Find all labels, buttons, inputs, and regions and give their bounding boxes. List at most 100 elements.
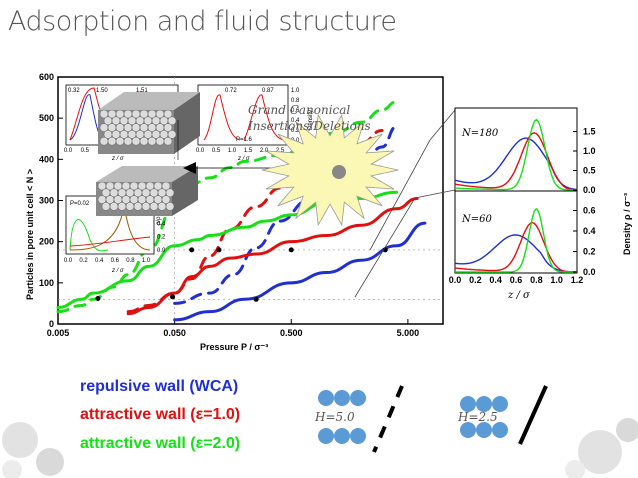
rp-top-y-label: 0.5 bbox=[583, 166, 596, 176]
y-tick-label: 300 bbox=[39, 196, 54, 206]
inset-tl-label-2: 1.50 bbox=[96, 88, 108, 94]
inset-bl-p-label: P=0.02 bbox=[70, 201, 90, 207]
pore-sphere bbox=[125, 202, 135, 211]
inset-tr-xticks: 0.0 0.5 1.0 1.5 2.0 2.5 bbox=[196, 148, 285, 154]
right-panel-ylabel: Density ρ / σ⁻³ bbox=[622, 193, 632, 255]
inset-bl-xlabel: z / σ bbox=[111, 268, 124, 274]
pore-sphere bbox=[167, 130, 177, 139]
y-tick-label: 200 bbox=[39, 237, 54, 247]
decorative-spheres-right bbox=[565, 418, 638, 478]
pore-sphere bbox=[167, 116, 177, 126]
pore-sphere bbox=[165, 188, 175, 198]
x-tick-label: 0.050 bbox=[163, 328, 186, 338]
rp-bot-y-label: 0.2 bbox=[583, 247, 596, 257]
data-marker bbox=[253, 296, 259, 302]
inset-tr-x-tick-label: 0.0 bbox=[196, 148, 205, 154]
data-marker bbox=[189, 247, 195, 253]
right-panel-bottom-label: N=60 bbox=[461, 214, 492, 225]
inset-tr-x-tick-label: 2.5 bbox=[276, 148, 285, 154]
rp-x-label: 0.6 bbox=[510, 275, 523, 285]
rp-top-y-label: 0.0 bbox=[583, 185, 596, 195]
series-blue_solid bbox=[173, 221, 427, 322]
pore-sphere bbox=[115, 136, 125, 146]
decorative-spheres-left bbox=[2, 422, 64, 478]
inset-bl-y-tick-label: 0.2 bbox=[157, 235, 166, 241]
arrow-head-icon bbox=[183, 162, 196, 174]
y-tick-label: 100 bbox=[39, 278, 54, 288]
rp-x-label: 0.2 bbox=[469, 275, 482, 285]
main-ylabel: Particles in pore unit cell < N > bbox=[25, 169, 35, 300]
pore-sphere bbox=[161, 181, 171, 191]
pore-sphere bbox=[163, 109, 173, 119]
pore-sphere bbox=[123, 136, 133, 146]
inset-bl-y-tick-label: 0.0 bbox=[157, 248, 166, 254]
right-panel-xlabel: z / σ bbox=[507, 290, 531, 301]
pore-sphere bbox=[141, 202, 151, 211]
inset-tr-x-tick-label: 1.5 bbox=[244, 148, 253, 154]
data-marker bbox=[95, 295, 101, 301]
rp-top-y-label: 1.5 bbox=[583, 127, 596, 137]
gcmc-label-line1: Grand Canonical bbox=[248, 103, 350, 117]
inset-bl-x-tick-label: 0.8 bbox=[126, 258, 135, 264]
legend-attractive-2: attractive wall (ε=2.0) bbox=[80, 435, 241, 452]
inset-bl-x-tick-label: 0.4 bbox=[95, 258, 104, 264]
inset-tr-y-tick-label: 1.0 bbox=[291, 88, 300, 94]
right-panel-top-label: N=180 bbox=[461, 128, 499, 139]
inset-tr-x-tick-label: 2.0 bbox=[260, 148, 269, 154]
legend-repulsive: repulsive wall (WCA) bbox=[80, 378, 239, 395]
pore-sphere bbox=[157, 202, 167, 211]
x-tick-label: 0.500 bbox=[280, 328, 303, 338]
main-xlabel: Pressure P / σ⁻³ bbox=[200, 342, 268, 352]
inset-tr-x-tick-label: 1.0 bbox=[228, 148, 237, 154]
inset-tr-x-tick-label: 0.5 bbox=[212, 148, 221, 154]
rp-bot-y-label: 0.4 bbox=[583, 226, 596, 236]
inset-bl-x-tick-label: 1.0 bbox=[142, 258, 151, 264]
pore-schematic-h25 bbox=[460, 385, 548, 445]
connector-line-lower bbox=[354, 189, 456, 298]
y-tick-label: 600 bbox=[39, 72, 54, 82]
pore-rendering-upper bbox=[98, 92, 200, 154]
rp-bot-y-label: 0.6 bbox=[583, 206, 596, 216]
inset-tl-label-1: 0.32 bbox=[68, 88, 80, 94]
inset-tr-y-tick-label: 0.8 bbox=[291, 98, 300, 104]
inset-tr-label-2: 0.87 bbox=[262, 88, 274, 94]
inset-bl-x-tick-label: 0.0 bbox=[64, 258, 73, 264]
x-tick-label: 5.000 bbox=[397, 328, 420, 338]
slide-title: Adsorption and fluid structure bbox=[8, 6, 397, 37]
rp-x-label: 1.2 bbox=[571, 275, 584, 285]
pore-rendering-lower bbox=[96, 166, 198, 216]
connector-line-upper bbox=[369, 109, 456, 251]
data-marker bbox=[288, 247, 294, 253]
rp-top-y-label: 1.0 bbox=[583, 146, 596, 156]
rp-bot-y-label: 0.0 bbox=[583, 267, 596, 277]
inset-tr-y-tick-label: 0.6 bbox=[291, 108, 300, 114]
y-tick-label: 400 bbox=[39, 154, 54, 164]
pore-sphere bbox=[165, 202, 175, 211]
inset-tl-x-tick-label: 0.0 bbox=[64, 148, 73, 154]
inset-tr-xlabel: z / σ bbox=[237, 156, 250, 162]
pore-label-h5: H=5.0 bbox=[314, 410, 355, 424]
pore-sphere bbox=[139, 136, 149, 146]
inset-tl-label-3: 1.51 bbox=[136, 88, 148, 94]
pore-sphere bbox=[149, 202, 159, 211]
gcmc-burst-icon bbox=[261, 113, 399, 227]
gcmc-label-line2: Insertions/Deletions bbox=[247, 119, 371, 133]
pore-sphere bbox=[147, 136, 157, 146]
inset-tr-y-tick-label: 0.2 bbox=[291, 128, 300, 134]
legend-attractive-1: attractive wall (ε=1.0) bbox=[80, 406, 241, 423]
rp-x-label: 1.0 bbox=[550, 275, 563, 285]
pore-sphere bbox=[133, 202, 143, 211]
pore-sphere bbox=[163, 136, 173, 146]
rp-x-label: 0.8 bbox=[530, 275, 543, 285]
inset-top-right: 0.72 0.87 P=1.6 0.00.51.01.52.02.5 0.00.… bbox=[196, 84, 314, 162]
pore-sphere bbox=[107, 136, 117, 146]
inset-tl-x-tick-label: 0.5 bbox=[81, 148, 90, 154]
rp-x-label: 0.4 bbox=[489, 275, 502, 285]
inset-bl-ylabel: ρ/ρ bbox=[156, 216, 162, 225]
pore-label-h25: H=2.5 bbox=[457, 410, 498, 424]
y-tick-label: 500 bbox=[39, 113, 54, 123]
pore-sphere bbox=[109, 202, 119, 211]
